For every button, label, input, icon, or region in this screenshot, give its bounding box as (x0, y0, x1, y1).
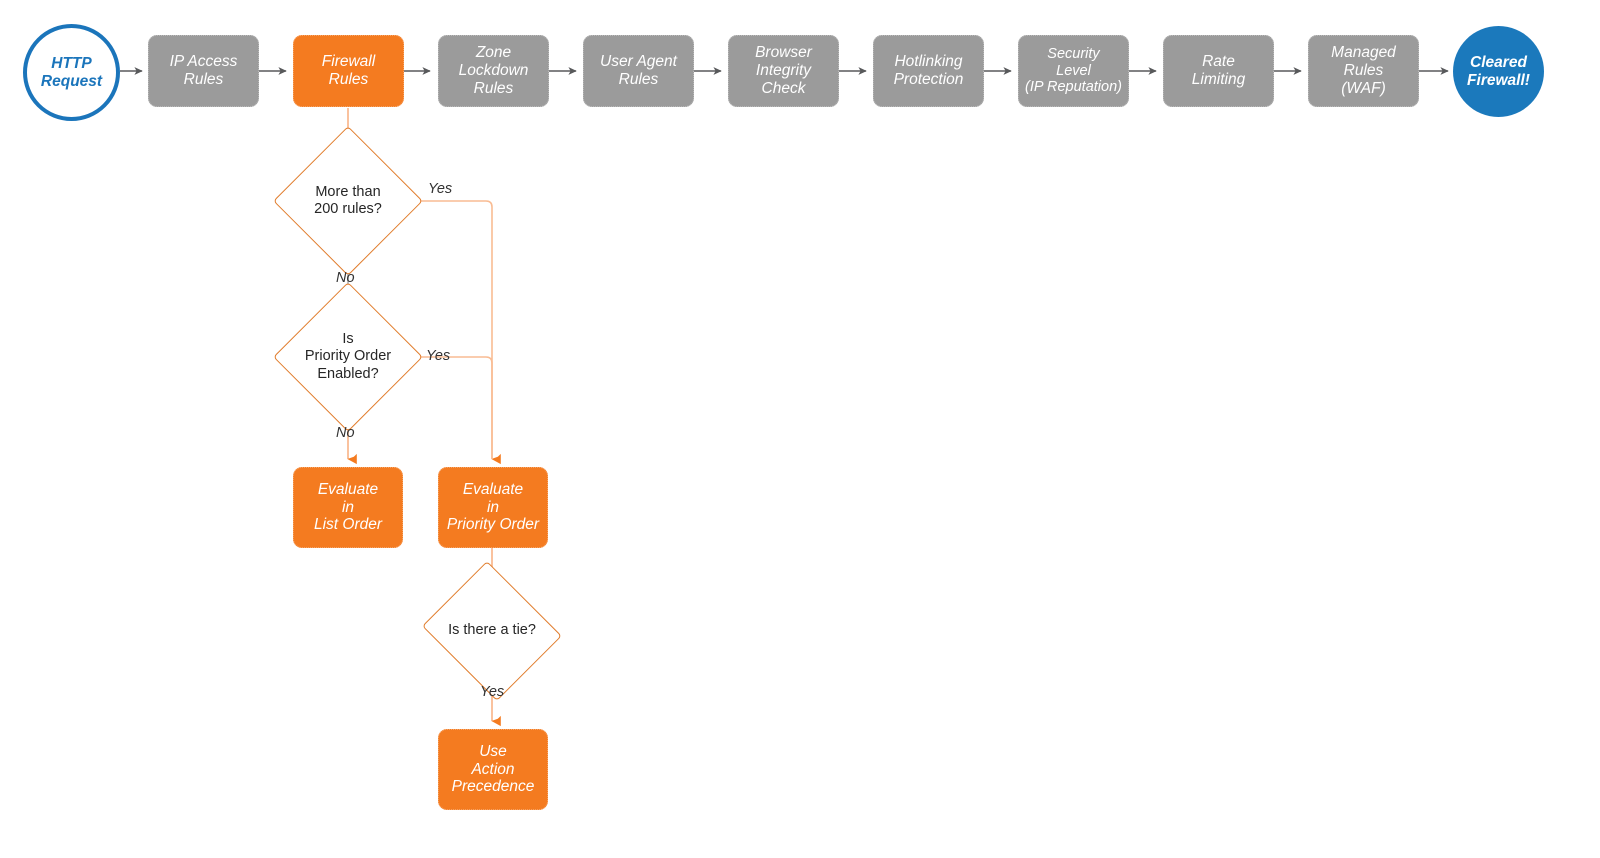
node-cleared-firewall[interactable]: Cleared Firewall! (1453, 26, 1544, 117)
node-browser-integrity-check[interactable]: Browser Integrity Check (728, 35, 839, 107)
node-ip-access-rules[interactable]: IP Access Rules (148, 35, 259, 107)
node-firewall-rules[interactable]: Firewall Rules (293, 35, 404, 107)
node-label: HTTP Request (40, 54, 103, 90)
node-label: Hotlinking Protection (893, 53, 964, 88)
node-label: Managed Rules (WAF) (1331, 44, 1396, 97)
node-evaluate-in-priority-order[interactable]: Evaluate in Priority Order (438, 467, 548, 548)
edge-label-yes-tie: Yes (480, 684, 505, 700)
node-label: Use Action Precedence (451, 742, 535, 796)
node-security-level[interactable]: Security Level (IP Reputation) (1018, 35, 1129, 107)
node-label: User Agent Rules (600, 53, 677, 88)
node-use-action-precedence[interactable]: Use Action Precedence (438, 729, 548, 810)
node-label: Evaluate in List Order (313, 480, 383, 534)
edge-label-yes-more-than-200: Yes (428, 181, 453, 197)
node-label: Is there a tie? (448, 622, 536, 639)
node-label: Security Level (IP Reputation) (1025, 45, 1122, 96)
node-rate-limiting[interactable]: Rate Limiting (1163, 35, 1274, 107)
node-label: Browser Integrity Check (755, 44, 812, 97)
edge-label-no-priority-order: No (336, 425, 355, 441)
node-label: Firewall Rules (321, 53, 376, 88)
node-label: Zone Lockdown Rules (458, 44, 529, 97)
node-label: Cleared Firewall! (1467, 53, 1530, 89)
node-http-request[interactable]: HTTP Request (23, 24, 120, 121)
node-zone-lockdown-rules[interactable]: Zone Lockdown Rules (438, 35, 549, 107)
node-hotlinking-protection[interactable]: Hotlinking Protection (873, 35, 984, 107)
node-decision-priority-order-enabled[interactable]: Is Priority Order Enabled? (273, 282, 423, 432)
node-label: Rate Limiting (1191, 53, 1246, 88)
node-label: IP Access Rules (169, 53, 238, 88)
node-evaluate-in-list-order[interactable]: Evaluate in List Order (293, 467, 403, 548)
node-label: Evaluate in Priority Order (446, 480, 540, 534)
node-label: More than 200 rules? (314, 183, 382, 217)
node-label: Is Priority Order Enabled? (304, 330, 392, 382)
node-decision-more-than-200-rules[interactable]: More than 200 rules? (273, 126, 423, 276)
node-decision-is-there-a-tie[interactable]: Is there a tie? (417, 561, 567, 701)
node-managed-rules-waf[interactable]: Managed Rules (WAF) (1308, 35, 1419, 107)
node-user-agent-rules[interactable]: User Agent Rules (583, 35, 694, 107)
edge-label-no-more-than-200: No (336, 270, 355, 286)
edge-label-yes-priority-order: Yes (426, 348, 451, 364)
